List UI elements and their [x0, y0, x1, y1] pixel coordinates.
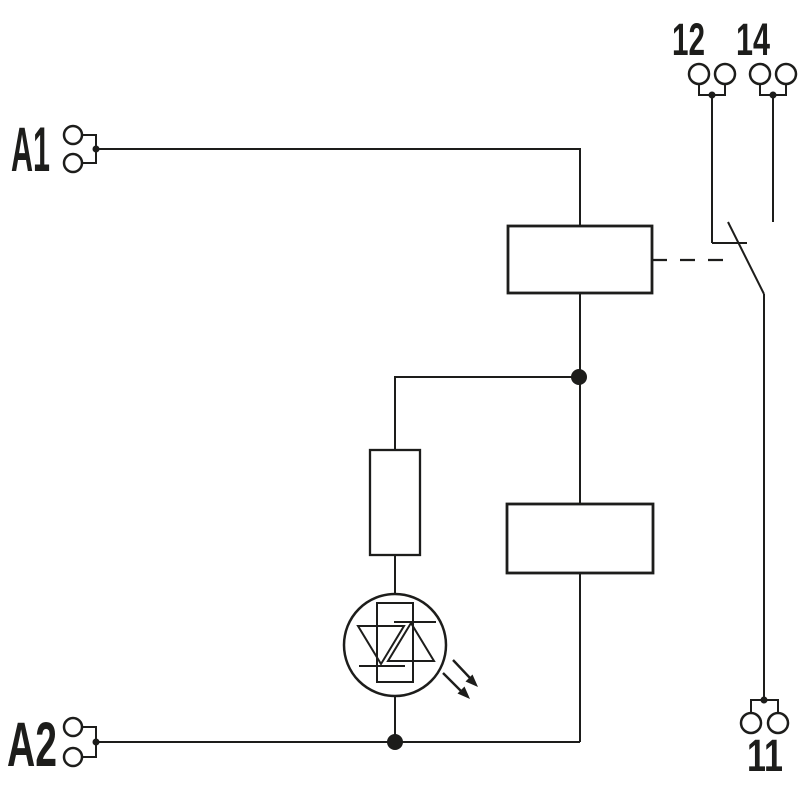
emission-arrow-shaft — [442, 672, 462, 692]
light-emission-arrows-icon — [442, 659, 478, 699]
led-diode-down-triangle — [356, 625, 406, 666]
terminal-a1: A1 — [11, 115, 100, 185]
terminal-circle-icon — [62, 746, 84, 768]
terminal-a1-label: A1 — [11, 115, 50, 185]
junction-dot-icon — [387, 734, 403, 750]
terminal-circle-icon — [739, 711, 763, 735]
terminal-a2-label: A2 — [7, 710, 57, 780]
terminal-a2: A2 — [7, 710, 100, 780]
resistor-icon — [368, 448, 422, 557]
wire-branch-to-resistor — [394, 376, 579, 450]
junction-dot-icon — [92, 738, 100, 746]
terminal-14-label: 14 — [736, 14, 770, 65]
wire-a1-to-coil — [96, 148, 581, 226]
terminal-circle-icon — [687, 62, 711, 86]
terminal-12-label: 12 — [672, 14, 705, 65]
terminal-12: 12 — [672, 14, 737, 99]
terminal-11-label: 11 — [747, 730, 783, 781]
changeover-contact-icon — [711, 95, 774, 700]
emission-arrow-head — [465, 674, 478, 687]
terminal-bracket — [750, 699, 779, 713]
output-block-box-icon — [505, 502, 655, 575]
terminal-circle-icon — [62, 124, 84, 146]
relay-coil-box-icon — [506, 224, 654, 295]
led-circle — [342, 592, 448, 698]
terminal-circle-icon — [713, 62, 737, 86]
terminal-circle-icon — [62, 716, 84, 738]
contact-blade — [727, 221, 765, 295]
coil-circuit-wires — [96, 148, 587, 750]
terminal-circle-icon — [766, 711, 790, 735]
junction-dot-icon — [571, 369, 587, 385]
emission-arrow-head — [457, 686, 470, 699]
emission-arrow-shaft — [452, 659, 471, 679]
terminal-circle-icon — [748, 62, 772, 86]
terminal-circle-icon — [62, 152, 84, 174]
terminal-14: 14 — [736, 14, 798, 99]
led-diode-up-triangle — [386, 621, 436, 662]
led-inner-rect — [376, 602, 414, 683]
bidirectional-led-icon — [342, 592, 478, 699]
terminal-circle-icon — [774, 62, 798, 86]
terminal-11: 11 — [739, 696, 790, 781]
